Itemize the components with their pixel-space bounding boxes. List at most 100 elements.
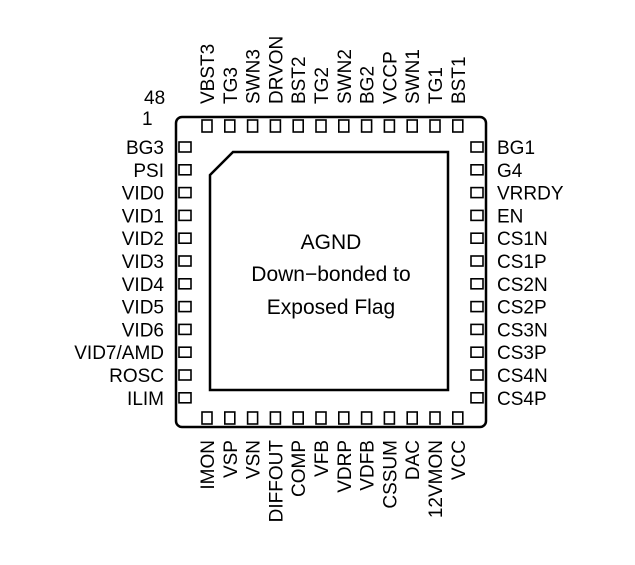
pin-label-bottom: DIFFOUT xyxy=(266,440,287,523)
pin-label-left: VID6 xyxy=(122,320,164,341)
pin-label-right: CS2N xyxy=(497,275,548,296)
pin-label-bottom: VCC xyxy=(449,440,470,480)
pin-label-top: SWN2 xyxy=(335,49,356,104)
pin-label-top: VBST3 xyxy=(198,44,219,104)
pin-pad-right-10 xyxy=(470,346,484,359)
pin-pad-left-2 xyxy=(178,164,192,176)
pin-pad-left-7 xyxy=(178,277,192,290)
pin-label-right: G4 xyxy=(497,161,523,182)
pin-pad-top-4 xyxy=(269,119,282,133)
pin-pad-left-11 xyxy=(178,369,192,381)
pin-pad-left-10 xyxy=(178,346,192,359)
pin-label-top: DRVON xyxy=(266,36,287,104)
pin-pad-bottom-11 xyxy=(429,411,441,425)
pin-label-right: CS3P xyxy=(497,343,547,364)
pin-pad-right-12 xyxy=(470,391,484,404)
pin-pad-left-6 xyxy=(178,255,192,267)
pin-label-left: PSI xyxy=(133,161,164,182)
pin-pad-left-9 xyxy=(178,323,192,336)
pin-pad-top-6 xyxy=(315,119,327,133)
pin-pad-bottom-2 xyxy=(224,411,236,425)
pin-pad-top-9 xyxy=(383,119,396,133)
pin-pad-top-1 xyxy=(201,119,213,133)
pin-1-number: 1 xyxy=(142,109,153,130)
pin-pad-right-2 xyxy=(470,164,484,176)
pin-pad-top-10 xyxy=(406,119,419,133)
pin-pad-right-11 xyxy=(470,369,484,381)
pin-pads xyxy=(178,119,484,425)
pin-pad-left-12 xyxy=(178,391,192,404)
center-title: AGND xyxy=(301,231,362,254)
pin-pad-top-12 xyxy=(451,119,464,133)
pin-pad-right-5 xyxy=(470,232,484,244)
pin-label-top: TG2 xyxy=(312,67,333,104)
pin-label-top: TG3 xyxy=(221,67,242,104)
pin-label-bottom: VSN xyxy=(244,440,265,479)
pin-label-top: BST2 xyxy=(289,56,310,104)
pin-labels: BG3PSIVID0VID1VID2VID3VID4VID5VID6VID7/A… xyxy=(74,36,564,523)
pin-pad-bottom-6 xyxy=(315,411,327,425)
center-subtitle-line2: Exposed Flag xyxy=(267,296,395,319)
pin-label-bottom: VFB xyxy=(312,440,333,477)
pin-label-bottom: CSSUM xyxy=(380,440,401,509)
pin-pad-bottom-8 xyxy=(360,411,373,425)
pin-pad-right-8 xyxy=(470,300,484,313)
pin-pad-right-6 xyxy=(470,255,484,267)
pin-pad-top-11 xyxy=(429,119,441,133)
pin-label-left: VID7/AMD xyxy=(74,343,164,364)
pin-pad-left-5 xyxy=(178,232,192,244)
pin-label-bottom: VSP xyxy=(221,440,242,478)
pin-pad-bottom-5 xyxy=(292,411,305,425)
pin-pad-bottom-4 xyxy=(269,411,282,425)
pin-label-top: BG2 xyxy=(358,66,379,104)
pin-label-bottom: 12VMON xyxy=(426,440,447,518)
pin-label-right: VRRDY xyxy=(497,184,564,205)
pin-label-bottom: IMON xyxy=(198,440,219,490)
pin-pad-top-2 xyxy=(224,119,236,133)
pin-label-right: CS1N xyxy=(497,229,548,250)
pin-label-bottom: VDFB xyxy=(358,440,379,491)
pin-label-left: VID2 xyxy=(122,229,164,250)
pin-label-top: SWN3 xyxy=(244,49,265,104)
pin-label-right: CS4N xyxy=(497,366,548,387)
pin-pad-left-8 xyxy=(178,300,192,313)
pin-label-bottom: COMP xyxy=(289,440,310,497)
pin-label-bottom: DAC xyxy=(403,440,424,480)
package-outline xyxy=(174,115,488,429)
pin-pad-top-5 xyxy=(292,119,305,133)
pin-pad-left-1 xyxy=(178,141,192,153)
pin-pad-right-3 xyxy=(470,186,484,199)
pin-label-right: CS1P xyxy=(497,252,547,273)
pin-pad-right-1 xyxy=(470,141,484,153)
pin-label-top: SWN1 xyxy=(403,49,424,104)
pin-label-left: VID0 xyxy=(122,184,164,205)
pin-pad-bottom-7 xyxy=(337,411,350,425)
pin-label-right: CS3N xyxy=(497,320,548,341)
pin-pad-bottom-9 xyxy=(383,411,396,425)
center-subtitle-line1: Down−bonded to xyxy=(251,263,410,286)
pin-label-left: ROSC xyxy=(109,366,164,387)
pin-pad-bottom-12 xyxy=(451,411,464,425)
pin-pad-bottom-1 xyxy=(201,411,213,425)
pin-label-left: VID3 xyxy=(122,252,164,273)
pin-label-left: BG3 xyxy=(126,138,164,159)
pin-pad-right-9 xyxy=(470,323,484,336)
pin-label-top: BST1 xyxy=(449,56,470,104)
exposed-pad xyxy=(208,150,450,392)
pin-pad-bottom-3 xyxy=(246,411,259,425)
pin-pad-right-7 xyxy=(470,277,484,290)
pin-pad-bottom-10 xyxy=(406,411,419,425)
pin-label-left: VID1 xyxy=(122,206,164,227)
pin-label-right: CS4P xyxy=(497,389,547,410)
pin-label-top: TG1 xyxy=(426,67,447,104)
pin-pad-top-8 xyxy=(360,119,373,133)
pin-pad-right-4 xyxy=(470,209,484,222)
pin-pad-left-3 xyxy=(178,186,192,199)
pin-48-number: 48 xyxy=(144,88,165,109)
pin-label-left: VID5 xyxy=(122,298,164,319)
pin-label-top: VCCP xyxy=(380,51,401,104)
pin-pad-top-7 xyxy=(337,119,350,133)
pin-pad-top-3 xyxy=(246,119,259,133)
pin-label-right: CS2P xyxy=(497,298,547,319)
